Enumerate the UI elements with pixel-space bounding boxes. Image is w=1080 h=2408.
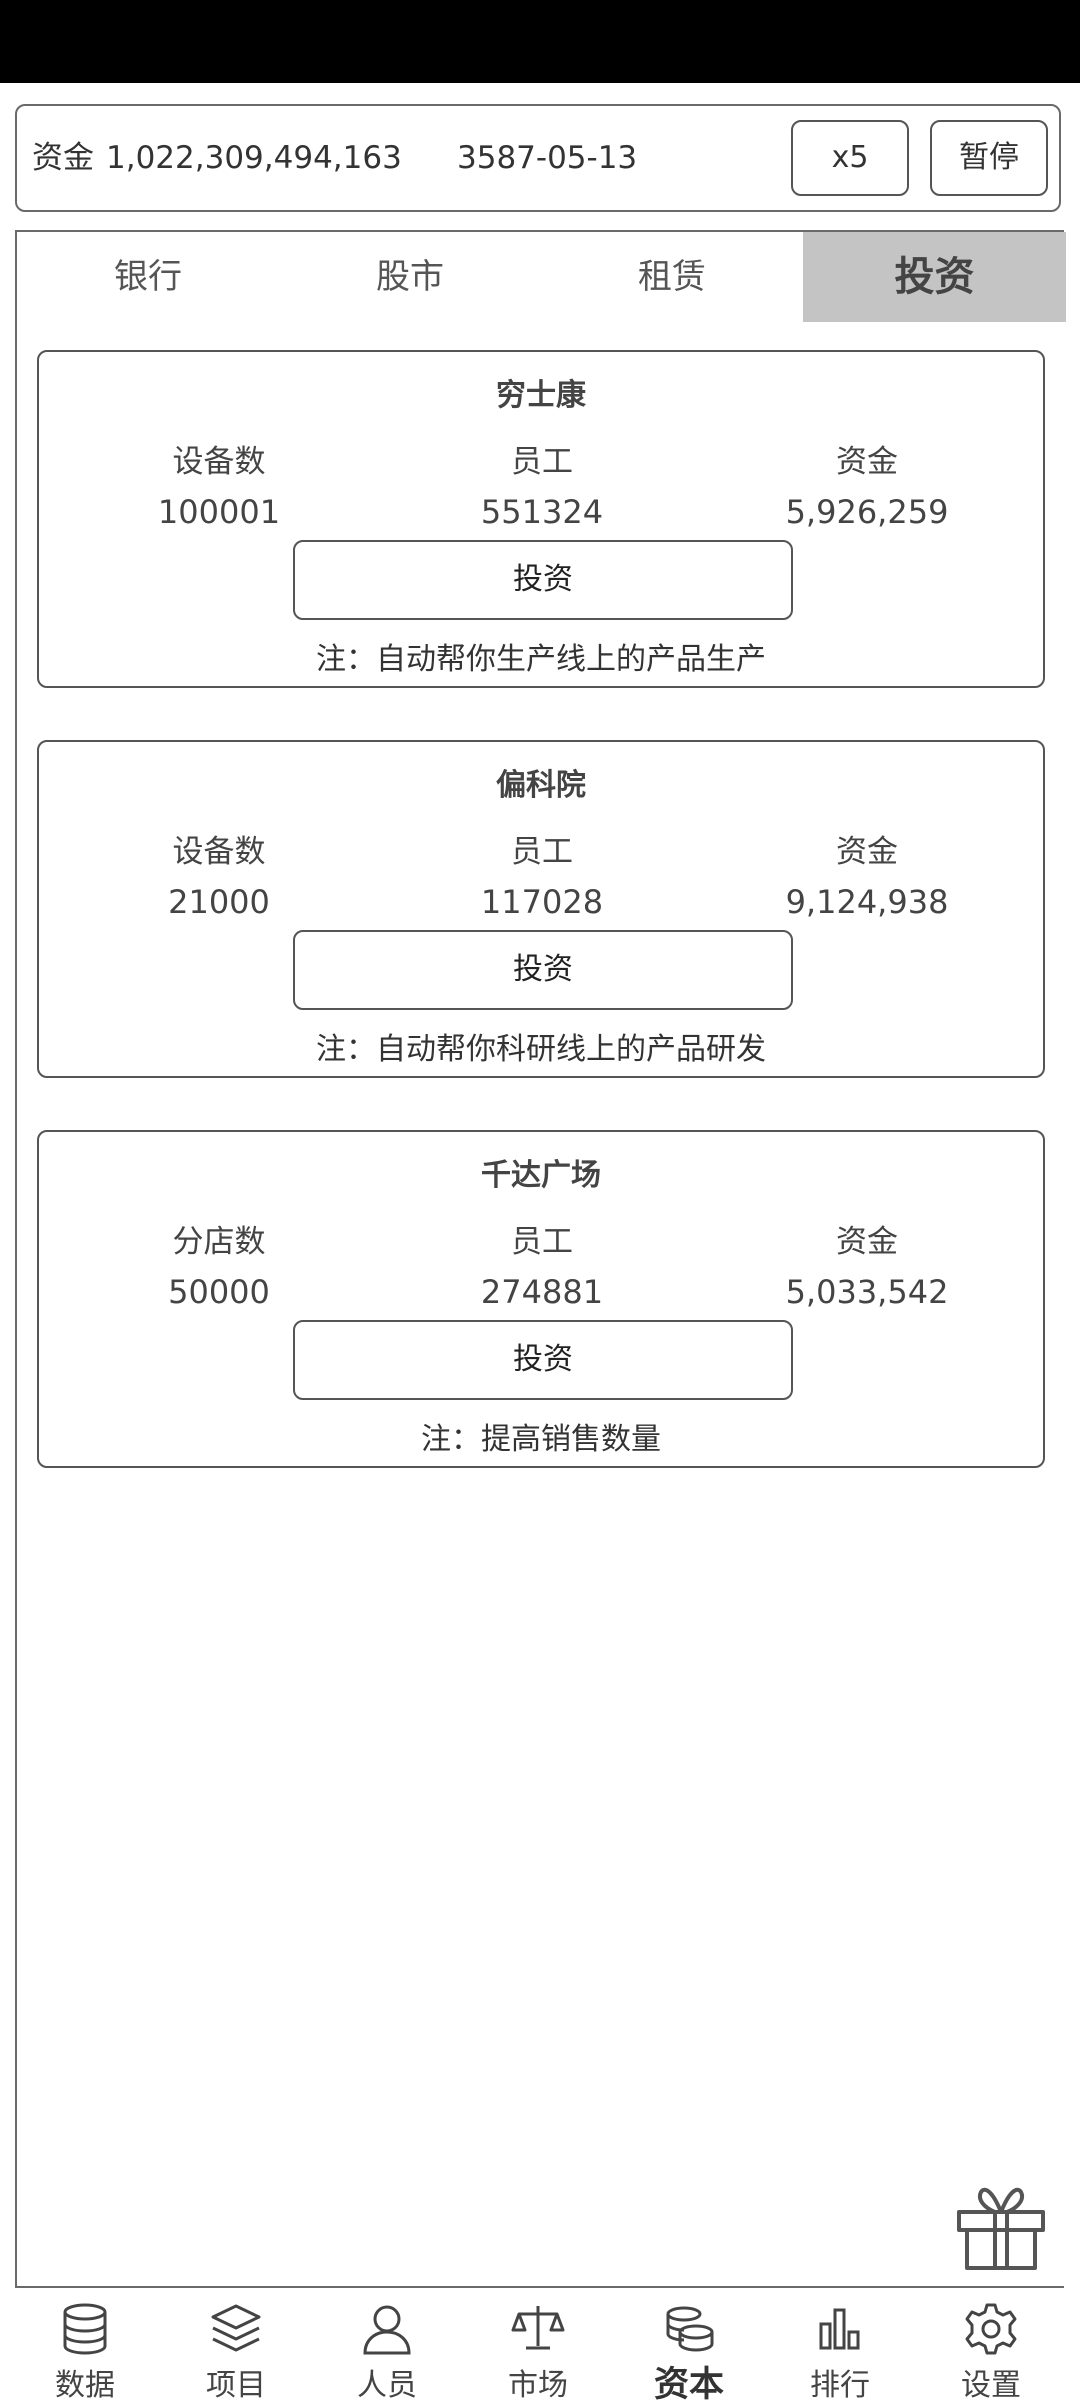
bar-chart-icon (813, 2302, 867, 2356)
nav-item-capital[interactable]: 资本 (612, 2288, 766, 2408)
layers-icon (209, 2302, 263, 2356)
invest-button[interactable]: 投资 (293, 1320, 793, 1400)
card-title: 穷士康 (496, 378, 586, 413)
stat-value: 9,124,938 (785, 883, 949, 921)
database-icon (58, 2302, 112, 2356)
card-note: 注：自动帮你科研线上的产品研发 (316, 1032, 766, 1067)
stat-value: 5,926,259 (785, 493, 949, 531)
stat-devices: 设备数 21000 (89, 826, 349, 921)
scale-icon (511, 2302, 565, 2356)
card-title: 偏科院 (496, 768, 586, 803)
nav-label: 人员 (357, 2368, 417, 2403)
stat-value: 50000 (168, 1273, 270, 1311)
nav-item-ranking[interactable]: 排行 (763, 2288, 917, 2408)
stat-value: 274881 (480, 1273, 604, 1311)
invest-button[interactable]: 投资 (293, 540, 793, 620)
gear-icon (964, 2302, 1018, 2356)
stat-value: 21000 (168, 883, 270, 921)
invest-button[interactable]: 投资 (293, 930, 793, 1010)
tab-lease[interactable]: 租赁 (638, 257, 706, 297)
status-bar (0, 0, 1080, 83)
stat-funds: 资金 5,033,542 (737, 1216, 997, 1311)
money-value: 1,022,309,494,163 (106, 140, 402, 176)
tab-bank[interactable]: 银行 (114, 257, 182, 297)
card-title: 千达广场 (481, 1158, 601, 1193)
nav-label: 市场 (508, 2368, 568, 2403)
nav-label: 数据 (55, 2368, 115, 2403)
stat-label: 设备数 (172, 834, 266, 870)
stat-label: 分店数 (172, 1224, 266, 1260)
tab-investment[interactable]: 投资 (803, 232, 1066, 322)
top-info-bar: 资金 1,022,309,494,163 3587-05-13 x5 暂停 (15, 104, 1061, 212)
stat-value: 117028 (480, 883, 604, 921)
capital-tabs: 银行 股市 租赁 投资 (17, 232, 1066, 322)
money-label: 资金 (32, 140, 94, 176)
game-date: 3587-05-13 (457, 140, 638, 176)
nav-item-market[interactable]: 市场 (461, 2288, 615, 2408)
stat-label: 员工 (511, 834, 573, 870)
stat-label: 设备数 (172, 444, 266, 480)
speed-button[interactable]: x5 (791, 120, 909, 196)
card-note: 注：自动帮你生产线上的产品生产 (316, 642, 766, 677)
stat-label: 资金 (836, 444, 898, 480)
money-display: 资金 1,022,309,494,163 (32, 106, 402, 210)
stat-value: 100001 (157, 493, 281, 531)
nav-label: 资本 (653, 2365, 724, 2405)
coins-icon (662, 2302, 716, 2356)
gift-icon[interactable] (955, 2180, 1047, 2272)
stat-staff: 员工 117028 (412, 826, 672, 921)
investment-card: 穷士康 设备数 100001 员工 551324 资金 5,926,259 投资… (37, 350, 1045, 688)
nav-label: 排行 (810, 2368, 870, 2403)
nav-label: 项目 (206, 2368, 266, 2403)
stat-label: 员工 (511, 1224, 573, 1260)
investment-card: 偏科院 设备数 21000 员工 117028 资金 9,124,938 投资 … (37, 740, 1045, 1078)
person-icon (360, 2302, 414, 2356)
stat-staff: 员工 551324 (412, 436, 672, 531)
nav-item-staff[interactable]: 人员 (310, 2288, 464, 2408)
capital-panel: 银行 股市 租赁 投资 穷士康 设备数 100001 员工 551324 资金 … (15, 230, 1066, 2288)
nav-item-projects[interactable]: 项目 (159, 2288, 313, 2408)
pause-button[interactable]: 暂停 (930, 120, 1048, 196)
stat-funds: 资金 5,926,259 (737, 436, 997, 531)
stat-stores: 分店数 50000 (89, 1216, 349, 1311)
card-note: 注：提高销售数量 (421, 1422, 661, 1457)
stat-devices: 设备数 100001 (89, 436, 349, 531)
investment-card: 千达广场 分店数 50000 员工 274881 资金 5,033,542 投资… (37, 1130, 1045, 1468)
tab-stock-market[interactable]: 股市 (376, 257, 444, 297)
nav-label: 设置 (961, 2368, 1021, 2403)
stat-label: 资金 (836, 1224, 898, 1260)
nav-item-settings[interactable]: 设置 (914, 2288, 1068, 2408)
stat-label: 员工 (511, 444, 573, 480)
stat-value: 551324 (480, 493, 604, 531)
nav-item-data[interactable]: 数据 (8, 2288, 162, 2408)
stat-label: 资金 (836, 834, 898, 870)
bottom-nav: 数据 项目 人员 (0, 2288, 1080, 2408)
stat-staff: 员工 274881 (412, 1216, 672, 1311)
stat-value: 5,033,542 (785, 1273, 949, 1311)
stat-funds: 资金 9,124,938 (737, 826, 997, 921)
